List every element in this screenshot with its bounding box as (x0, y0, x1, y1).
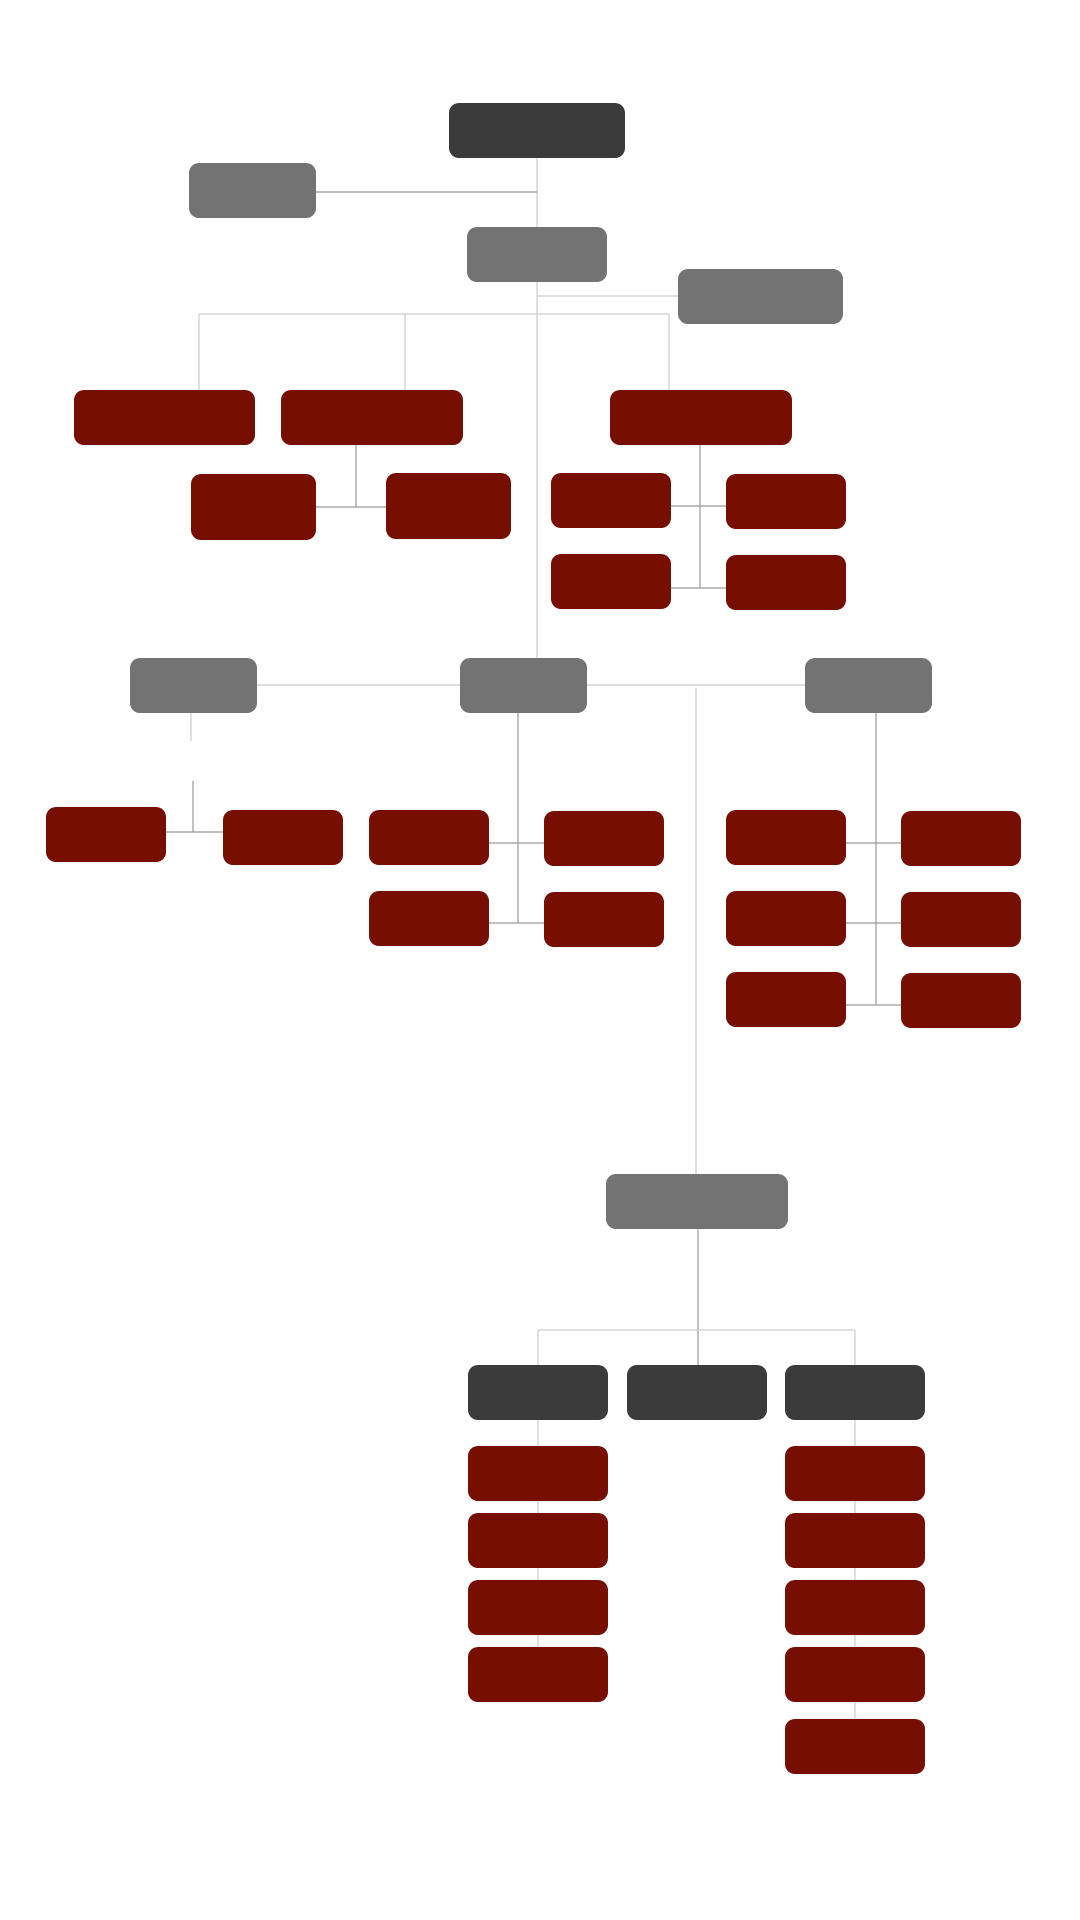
org-node-assistant[interactable] (189, 163, 316, 218)
org-node-center-c[interactable] (369, 891, 489, 946)
org-node-right-e[interactable] (726, 972, 846, 1027)
org-node-center-a[interactable] (369, 810, 489, 865)
org-node-dept-3-b[interactable] (726, 474, 846, 529)
org-node-unit-right-1[interactable] (785, 1446, 925, 1501)
org-node-dept-3-d[interactable] (726, 555, 846, 610)
org-node-dept-3-a[interactable] (551, 473, 671, 528)
org-node-division-center[interactable] (460, 658, 587, 713)
org-node-dept-2-a[interactable] (191, 474, 316, 540)
org-node-unit-left-1[interactable] (468, 1446, 608, 1501)
org-node-branch[interactable] (606, 1174, 788, 1229)
org-node-left-a[interactable] (46, 807, 166, 862)
org-node-advisor[interactable] (678, 269, 843, 324)
org-node-unit-right-3[interactable] (785, 1580, 925, 1635)
org-node-center-d[interactable] (544, 892, 664, 947)
org-node-unit-right-2[interactable] (785, 1513, 925, 1568)
org-node-center-b[interactable] (544, 811, 664, 866)
org-node-right-d[interactable] (901, 892, 1021, 947)
org-node-left-b[interactable] (223, 810, 343, 865)
org-node-dept-3-c[interactable] (551, 554, 671, 609)
org-node-unit-center[interactable] (627, 1365, 767, 1420)
org-node-unit-right[interactable] (785, 1365, 925, 1420)
org-node-right-c[interactable] (726, 891, 846, 946)
org-node-dept-1[interactable] (74, 390, 255, 445)
org-node-division-left[interactable] (130, 658, 257, 713)
org-node-right-b[interactable] (901, 811, 1021, 866)
org-node-dept-2-b[interactable] (386, 473, 511, 539)
org-node-right-f[interactable] (901, 973, 1021, 1028)
org-node-unit-left-2[interactable] (468, 1513, 608, 1568)
org-node-unit-right-5[interactable] (785, 1719, 925, 1774)
org-node-unit-left[interactable] (468, 1365, 608, 1420)
org-node-dept-3[interactable] (610, 390, 792, 445)
org-node-root[interactable] (449, 103, 625, 158)
org-node-right-a[interactable] (726, 810, 846, 865)
org-node-division-right[interactable] (805, 658, 932, 713)
org-node-level2[interactable] (467, 227, 607, 282)
org-node-unit-left-4[interactable] (468, 1647, 608, 1702)
org-node-unit-left-3[interactable] (468, 1580, 608, 1635)
org-node-dept-2[interactable] (281, 390, 463, 445)
org-node-unit-right-4[interactable] (785, 1647, 925, 1702)
